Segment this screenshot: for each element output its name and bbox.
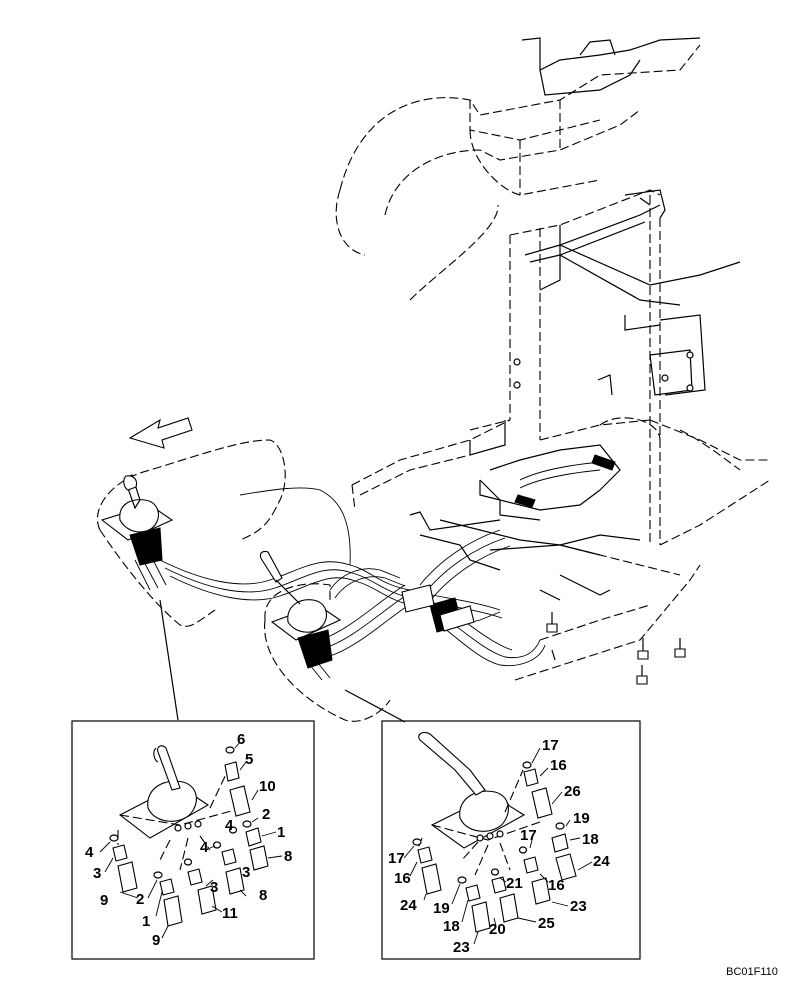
callout-4: 4 [85, 844, 94, 861]
left-joystick-in-machine [96, 439, 286, 627]
callout-19: 19 [433, 900, 450, 917]
callout-3: 3 [210, 879, 218, 896]
hose-9a [117, 861, 138, 893]
fitting-20 [491, 876, 507, 894]
hose-bundle [159, 461, 601, 667]
fitting-1b [159, 878, 175, 896]
o-ring-19a [555, 822, 565, 830]
fitting-5 [224, 761, 240, 782]
o-ring-4c [109, 834, 119, 842]
right-joystick-in-machine [259, 550, 391, 722]
fitting-18a [551, 833, 569, 853]
callout-8: 8 [259, 887, 267, 904]
right-detail-panel [381, 720, 641, 960]
callout-1: 1 [142, 913, 150, 930]
callout-9: 9 [152, 932, 160, 949]
left-detail-leader [159, 599, 179, 721]
left-detail-panel [71, 720, 315, 960]
callout-3: 3 [93, 865, 101, 882]
hose-9b [163, 895, 183, 927]
fitting-1a [245, 827, 262, 847]
fitting-3c [187, 868, 203, 886]
fitting-16b [417, 846, 433, 864]
right-detail-callouts: 17 16 26 19 17 18 24 17 16 24 19 21 16 1… [388, 737, 610, 956]
callout-4: 4 [225, 817, 234, 834]
callout-24: 24 [593, 853, 610, 870]
o-ring-21 [490, 868, 500, 876]
o-ring-2a [242, 820, 252, 828]
hose-24b [421, 863, 442, 895]
fitting-16c [523, 856, 539, 874]
callout-20: 20 [489, 921, 506, 938]
callout-6: 6 [237, 731, 245, 748]
hose-11 [197, 885, 217, 915]
callout-16: 16 [550, 757, 567, 774]
hose-10 [229, 785, 251, 817]
hose-8a [249, 845, 269, 871]
callout-2: 2 [136, 891, 144, 908]
callout-26: 26 [564, 783, 581, 800]
o-ring-2b [153, 871, 163, 879]
callout-11: 11 [222, 905, 238, 922]
callout-21: 21 [506, 875, 523, 892]
o-ring-17a [522, 761, 532, 769]
callout-24: 24 [400, 897, 417, 914]
fitting-18b [465, 884, 481, 902]
callout-18: 18 [582, 831, 599, 848]
hose-25 [499, 893, 519, 923]
hose-23b [471, 901, 491, 933]
callout-9: 9 [100, 892, 108, 909]
callout-3: 3 [242, 864, 250, 881]
callout-17: 17 [542, 737, 559, 754]
front-direction-arrow [128, 417, 193, 449]
o-ring-17b [518, 846, 528, 854]
hose-8b [225, 867, 245, 895]
callout-8: 8 [284, 848, 292, 865]
machine-frame [335, 37, 771, 685]
callout-17: 17 [520, 827, 537, 844]
o-ring-4a [228, 826, 238, 834]
callout-19: 19 [573, 810, 590, 827]
o-ring-17c [412, 838, 422, 846]
drawing-code: BC01F110 [726, 966, 778, 978]
o-ring-19b [457, 876, 467, 884]
callout-2: 2 [262, 806, 270, 823]
hose-24a [555, 853, 577, 881]
o-ring-4b [212, 841, 222, 849]
o-ring-6 [225, 746, 235, 754]
left-detail-callouts: 6 5 10 2 4 1 8 4 3 9 4 2 3 8 1 11 9 3 [85, 731, 292, 949]
callout-16: 16 [548, 877, 565, 894]
fitting-3a [112, 844, 128, 862]
callout-5: 5 [245, 751, 253, 768]
callout-18: 18 [443, 918, 460, 935]
hose-23a [531, 877, 551, 905]
callout-25: 25 [538, 915, 555, 932]
callout-1: 1 [277, 824, 285, 841]
fitting-3b [221, 848, 237, 866]
fitting-16a [523, 768, 539, 787]
callout-10: 10 [259, 778, 276, 795]
callout-17: 17 [388, 850, 405, 867]
o-ring-4d [183, 858, 193, 866]
hose-26 [531, 787, 553, 819]
callout-4: 4 [200, 839, 209, 856]
callout-23: 23 [453, 939, 470, 956]
callout-23: 23 [570, 898, 587, 915]
right-detail-leader [344, 689, 406, 723]
callout-16: 16 [394, 870, 411, 887]
